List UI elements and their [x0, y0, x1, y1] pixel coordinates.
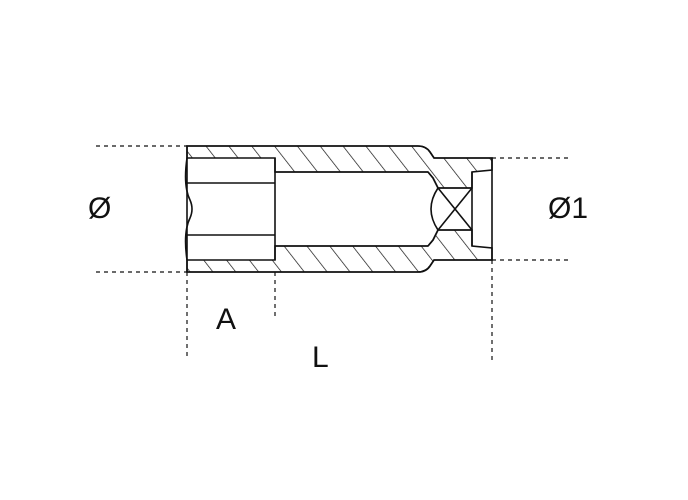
section-hatching — [186, 145, 493, 273]
length-l-label: L — [312, 341, 329, 374]
length-a-label: A — [216, 303, 237, 336]
bottom-wall-section — [186, 229, 493, 273]
top-wall-section — [186, 145, 493, 189]
diameter-label: Ø — [88, 192, 112, 225]
socket-outline — [184, 145, 493, 273]
drive-cross-line-2 — [437, 187, 473, 231]
dimension-lines — [96, 145, 572, 360]
hex-opening-edge — [184, 157, 193, 261]
diameter-1-label: Ø1 — [548, 192, 589, 225]
